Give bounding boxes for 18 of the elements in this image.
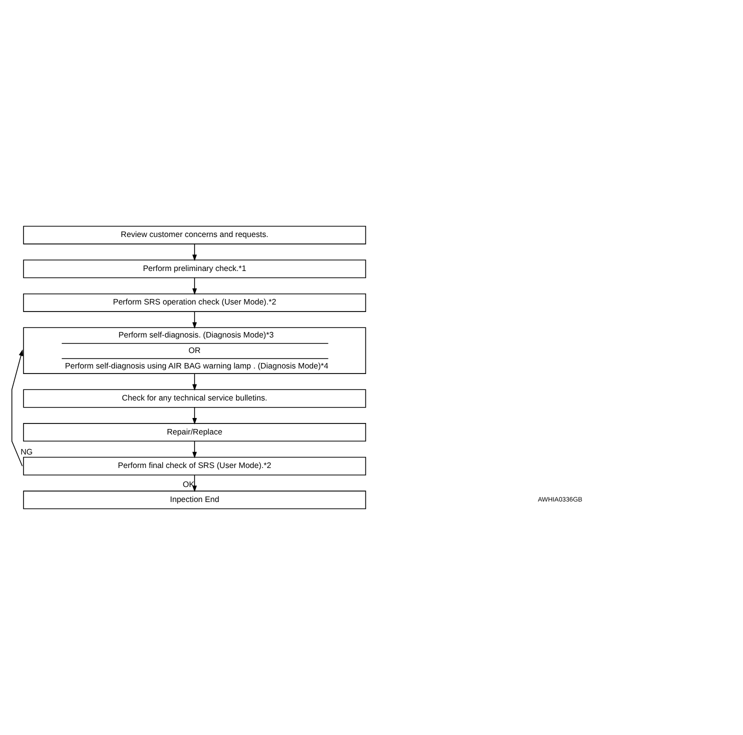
node-box: Perform preliminary check.*1 [23, 260, 366, 278]
arrow [192, 373, 197, 391]
arrow [192, 277, 197, 295]
node-box: Perform SRS operation check (User Mode).*2 [23, 293, 366, 312]
arrow [192, 244, 197, 262]
arrow [192, 474, 197, 492]
node-box: Repair/Replace [23, 423, 366, 442]
arrow [192, 311, 197, 329]
edge-label: NG [20, 447, 33, 456]
arrow [11, 349, 24, 467]
edge-label: OK [182, 480, 194, 489]
node-box: Check for any technical service bulletins. [23, 389, 366, 408]
node-box: Inpection End [23, 490, 366, 510]
node-box: Perform self-diagnosis. (Diagnosis Mode)*3 OR Perform self-diagnosis using AIR BAG warning lamp . (Diagnosis Mode)*4 [23, 327, 366, 374]
arrow [192, 407, 197, 424]
arrow [192, 440, 197, 458]
node-box: Perform final check of SRS (User Mode).*2 [23, 456, 366, 476]
node-box: Review customer concerns and requests. [23, 226, 366, 244]
